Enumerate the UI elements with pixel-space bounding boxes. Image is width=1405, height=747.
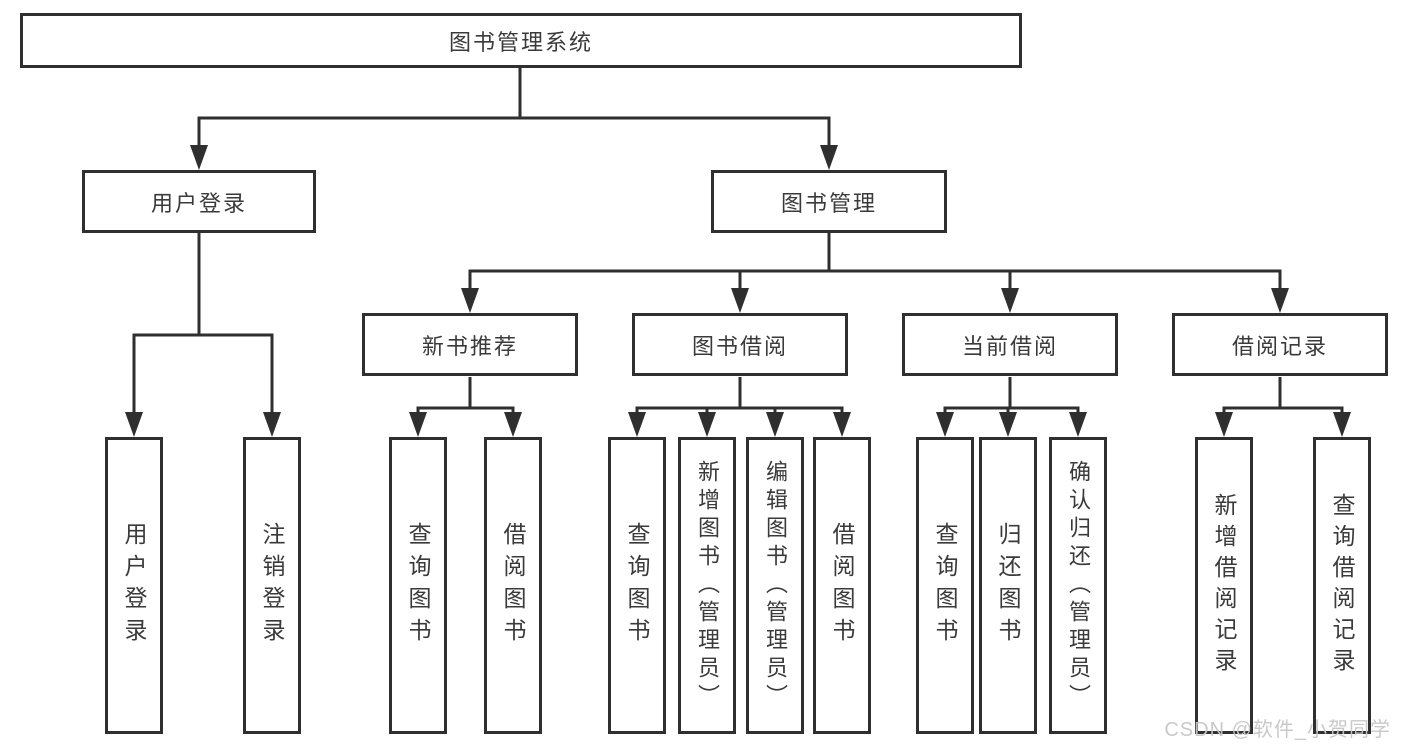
node-label: 查询图书 <box>405 521 431 650</box>
arrowhead <box>263 412 281 437</box>
leaf-return-book: 归还图书 <box>979 437 1037 734</box>
leaf-borrow-book: 借阅图书 <box>484 437 542 734</box>
connector-mgmt-to-level3 <box>468 233 1282 292</box>
arrowhead <box>125 412 143 437</box>
csdn-watermark: CSDN @软件_小贺同学 <box>1164 719 1391 741</box>
node-label: 新增图书（管理员） <box>695 459 720 712</box>
node-label: 新书推荐 <box>421 333 518 359</box>
node-label: 查询图书 <box>932 521 958 650</box>
node-label: 图书借阅 <box>691 333 788 359</box>
leaf-query-book: 查询图书 <box>608 437 666 734</box>
arrowhead <box>833 412 851 437</box>
arrowhead <box>1215 412 1233 437</box>
leaf-query-borrow-record: 查询借阅记录 <box>1313 437 1371 734</box>
leaf-add-book-admin: 新增图书（管理员） <box>678 437 736 734</box>
node-label: 确认归还（管理员） <box>1066 459 1091 712</box>
node-book-borrow: 图书借阅 <box>632 313 848 376</box>
arrowhead <box>504 412 522 437</box>
node-label: 当前借阅 <box>961 333 1058 359</box>
leaf-edit-book-admin: 编辑图书（管理员） <box>746 437 804 734</box>
leaf-user-login: 用户登录 <box>105 437 163 734</box>
arrowhead <box>820 145 838 170</box>
node-label: 用户登录 <box>121 521 147 650</box>
arrowhead <box>628 412 646 437</box>
arrowhead <box>999 412 1017 437</box>
connector-recommend-to-leaves <box>416 377 515 416</box>
arrowhead <box>766 412 784 437</box>
leaf-add-borrow-record: 新增借阅记录 <box>1195 437 1253 734</box>
connector-current-to-leaves <box>943 377 1080 416</box>
arrowhead <box>731 288 749 313</box>
connector-record-to-leaves <box>1222 377 1344 416</box>
node-label: 图书管理系统 <box>448 29 593 55</box>
connector-login-to-leaves <box>132 233 274 416</box>
arrowhead <box>1271 288 1289 313</box>
arrowhead <box>190 145 208 170</box>
node-label: 归还图书 <box>995 521 1021 650</box>
node-label: 用户登录 <box>150 190 247 216</box>
arrowhead <box>698 412 716 437</box>
node-label: 查询借阅记录 <box>1329 492 1355 679</box>
node-label: 图书管理 <box>780 190 877 216</box>
arrowhead <box>461 288 479 313</box>
leaf-query-book: 查询图书 <box>916 437 974 734</box>
node-new-book-recommend: 新书推荐 <box>362 313 578 376</box>
leaf-query-book: 查询图书 <box>389 437 447 734</box>
connector-borrow-to-leaves <box>635 377 844 416</box>
arrowhead <box>1001 288 1019 313</box>
node-label: 借阅图书 <box>829 521 855 650</box>
node-user-login: 用户登录 <box>82 170 316 233</box>
leaf-borrow-book: 借阅图书 <box>813 437 871 734</box>
arrowhead <box>1069 412 1087 437</box>
node-label: 注销登录 <box>259 521 285 650</box>
arrowhead <box>409 412 427 437</box>
node-root: 图书管理系统 <box>20 13 1022 68</box>
node-borrow-record: 借阅记录 <box>1172 313 1388 376</box>
node-label: 借阅记录 <box>1231 333 1328 359</box>
node-label: 编辑图书（管理员） <box>763 459 788 712</box>
node-book-management: 图书管理 <box>711 170 947 233</box>
leaf-logout: 注销登录 <box>243 437 301 734</box>
connector-root-to-level2 <box>197 68 831 146</box>
arrowhead <box>936 412 954 437</box>
node-label: 借阅图书 <box>500 521 526 650</box>
arrowhead <box>1333 412 1351 437</box>
node-current-borrow: 当前借阅 <box>902 313 1118 376</box>
leaf-confirm-return-admin: 确认归还（管理员） <box>1049 437 1107 734</box>
node-label: 查询图书 <box>624 521 650 650</box>
node-label: 新增借阅记录 <box>1211 492 1237 679</box>
